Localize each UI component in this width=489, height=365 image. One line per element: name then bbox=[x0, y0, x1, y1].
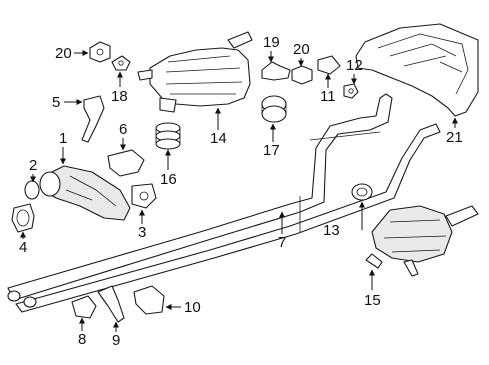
callout-20-left: 20 bbox=[55, 45, 89, 62]
callout-label: 13 bbox=[323, 222, 340, 239]
callout-15: 15 bbox=[364, 269, 381, 309]
callout-18: 18 bbox=[111, 71, 128, 105]
bracket-10 bbox=[133, 285, 165, 315]
callout-1: 1 bbox=[59, 130, 67, 165]
callout-label: 12 bbox=[346, 57, 363, 74]
callout-2: 2 bbox=[29, 157, 37, 183]
callout-16: 16 bbox=[160, 149, 177, 188]
callout-label: 11 bbox=[320, 88, 336, 105]
hanger-19 bbox=[261, 61, 291, 81]
callout-7: 7 bbox=[278, 211, 286, 251]
callout-label: 20 bbox=[55, 45, 72, 62]
callout-label: 7 bbox=[278, 234, 286, 251]
gasket-3 bbox=[131, 183, 157, 209]
bracket-5 bbox=[81, 95, 105, 143]
callout-label: 6 bbox=[119, 121, 127, 138]
callout-9: 9 bbox=[112, 321, 120, 349]
callout-5: 5 bbox=[52, 94, 83, 111]
bracket-18 bbox=[111, 55, 131, 71]
callout-label: 10 bbox=[184, 299, 201, 316]
bracket-6 bbox=[107, 149, 145, 177]
callout-17: 17 bbox=[263, 123, 280, 159]
heat-shield bbox=[355, 23, 479, 117]
callout-label: 2 bbox=[29, 157, 37, 174]
callout-11: 11 bbox=[320, 73, 336, 105]
center-muffler bbox=[137, 31, 253, 113]
callout-label: 1 bbox=[59, 130, 67, 147]
gasket-2 bbox=[24, 180, 40, 200]
callout-label: 17 bbox=[263, 142, 280, 159]
callout-label: 4 bbox=[19, 239, 27, 256]
catalytic-converter bbox=[39, 165, 131, 221]
callout-label: 9 bbox=[112, 332, 120, 349]
hanger-20-right bbox=[291, 65, 313, 85]
callout-8: 8 bbox=[78, 317, 86, 348]
callout-10: 10 bbox=[165, 299, 201, 316]
callout-label: 15 bbox=[364, 292, 381, 309]
callout-4: 4 bbox=[19, 231, 27, 256]
bracket-9 bbox=[97, 285, 125, 323]
callout-21: 21 bbox=[446, 117, 463, 146]
rear-muffler bbox=[365, 205, 479, 277]
callout-12: 12 bbox=[346, 57, 363, 85]
rubber-mount-13 bbox=[351, 183, 373, 201]
callout-20-right: 20 bbox=[293, 41, 310, 67]
callout-label: 20 bbox=[293, 41, 310, 58]
bracket-8 bbox=[71, 295, 97, 319]
callout-14: 14 bbox=[210, 107, 227, 147]
callout-label: 5 bbox=[52, 94, 60, 111]
rubber-mount-12 bbox=[343, 83, 359, 99]
callout-6: 6 bbox=[119, 121, 127, 151]
callout-3: 3 bbox=[138, 209, 146, 241]
callout-label: 18 bbox=[111, 88, 128, 105]
callout-label: 16 bbox=[160, 171, 177, 188]
callout-label: 19 bbox=[263, 34, 280, 51]
callout-label: 14 bbox=[210, 130, 227, 147]
callout-label: 3 bbox=[138, 224, 146, 241]
bracket-11 bbox=[317, 55, 341, 75]
hanger-20-left bbox=[89, 41, 111, 63]
clamp-16 bbox=[155, 122, 181, 150]
callout-19: 19 bbox=[263, 34, 280, 63]
exhaust-pipe bbox=[7, 93, 441, 313]
callout-label: 8 bbox=[78, 331, 86, 348]
callout-13: 13 bbox=[323, 201, 365, 239]
callout-label: 21 bbox=[446, 129, 463, 146]
clamp-17 bbox=[261, 95, 287, 123]
gasket-4 bbox=[11, 203, 35, 233]
